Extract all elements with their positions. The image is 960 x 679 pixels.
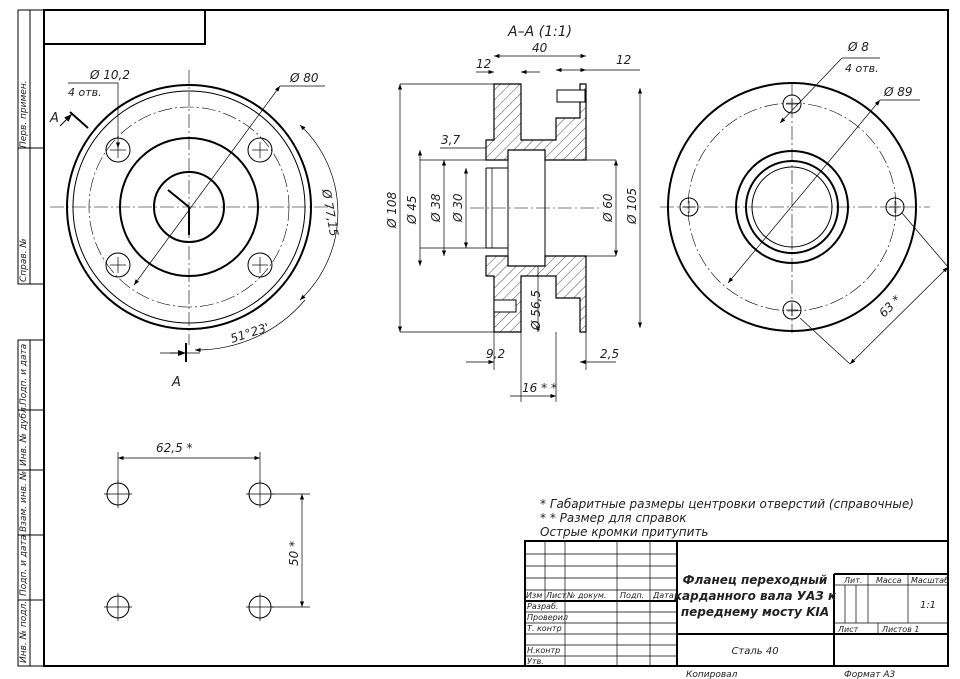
dim-d108: Ø 108 xyxy=(385,191,399,229)
pattern-vertical: 50 * xyxy=(287,541,301,566)
bolt-hole xyxy=(782,300,802,320)
dim-w25: 2,5 xyxy=(600,347,619,361)
rear-radius: 63 * xyxy=(876,292,904,320)
tb-title-line: Фланец переходный xyxy=(683,573,828,587)
tb-role: Т. контр xyxy=(527,624,562,633)
rear-hole-dia: Ø 8 xyxy=(847,40,869,54)
tb-mass-label: Масса xyxy=(876,576,902,585)
sheet-frame xyxy=(17,9,949,667)
dim-left-flange: 12 xyxy=(476,57,491,71)
side-label: Подп. и дата xyxy=(19,344,29,405)
hole-pattern xyxy=(104,452,310,621)
notes: * Габаритные размеры центровки отверстий… xyxy=(540,497,914,539)
section-mark-bottom: А xyxy=(171,375,181,390)
dim-chamfer: 3,7 xyxy=(441,133,460,147)
tb-role: Н.контр xyxy=(527,646,560,655)
dim-d45: Ø 45 xyxy=(405,195,419,225)
note-line: Острые кромки притупить xyxy=(540,525,709,539)
front-outer-dia: Ø 80 xyxy=(289,71,319,85)
note-line: * * Размер для справок xyxy=(540,511,687,525)
bolt-hole xyxy=(247,252,273,278)
bolt-hole xyxy=(246,480,274,508)
tb-header: № докум. xyxy=(566,591,606,600)
dim-d30: Ø 30 xyxy=(451,193,465,223)
bolt-hole xyxy=(104,480,132,508)
side-label: Инв. № дубл. xyxy=(19,404,29,466)
dim-d60: Ø 60 xyxy=(601,193,615,223)
dim-right-flange: 12 xyxy=(616,53,631,67)
bolt-hole xyxy=(247,137,273,163)
section-view xyxy=(397,53,643,402)
tb-header: Лист xyxy=(545,591,567,600)
front-angle: 51°23' xyxy=(229,320,271,346)
side-label: Инв. № подл. xyxy=(19,601,29,663)
side-labels: Перв. примен. Справ. № Подп. и дата Инв.… xyxy=(19,80,29,663)
tb-header: Изм xyxy=(526,591,542,600)
tb-header: Подп. xyxy=(620,591,644,600)
dim-w92: 9,2 xyxy=(486,347,505,361)
title-block xyxy=(524,540,949,667)
tb-copied: Копировал xyxy=(686,670,738,679)
dim-d105: Ø 105 xyxy=(625,188,639,225)
rear-hole-count: 4 отв. xyxy=(845,62,879,75)
bolt-hole xyxy=(885,197,905,217)
dim-length: 40 xyxy=(532,41,548,55)
bolt-hole xyxy=(104,593,132,621)
section-mark-top: А xyxy=(49,111,59,126)
tb-title-line: переднему мосту KIA xyxy=(681,605,829,619)
rear-bolt-circle: Ø 89 xyxy=(883,85,913,99)
tb-sheet-label: Лист xyxy=(837,625,859,634)
note-line: * Габаритные размеры центровки отверстий… xyxy=(540,497,914,511)
dim-d38: Ø 38 xyxy=(429,193,443,223)
side-label: Взам. инв. № xyxy=(19,471,29,532)
front-hole-dia: Ø 10,2 xyxy=(89,68,130,82)
side-label: Перв. примен. xyxy=(19,80,29,148)
tb-format: Формат А3 xyxy=(844,670,896,679)
side-label: Справ. № xyxy=(19,238,29,282)
front-hole-count: 4 отв. xyxy=(68,86,102,99)
tb-role: Утв. xyxy=(527,657,544,666)
bolt-hole xyxy=(105,252,131,278)
pattern-horizontal: 62,5 * xyxy=(156,441,193,455)
tb-header: Дата xyxy=(652,591,674,600)
tb-role: Разраб. xyxy=(527,602,558,611)
dim-w16: 16 * * xyxy=(522,381,557,395)
rear-view xyxy=(660,57,949,365)
bolt-hole xyxy=(679,197,699,217)
tb-title-line: карданного вала УАЗ к xyxy=(674,589,837,603)
tb-material: Сталь 40 xyxy=(731,646,778,657)
tb-lit-label: Лит. xyxy=(843,576,862,585)
tb-sheets-label: Листов 1 xyxy=(881,625,920,634)
bolt-hole xyxy=(246,593,274,621)
tb-scale-label: Масштаб xyxy=(911,576,949,585)
tb-role: Проверил xyxy=(527,613,568,622)
front-view xyxy=(50,70,339,362)
front-bolt-circle: Ø 77,15 xyxy=(319,187,341,237)
side-label: Подп. и дата xyxy=(19,535,29,596)
dim-d56: Ø 56,5 xyxy=(529,290,543,331)
tb-scale-value: 1:1 xyxy=(920,600,936,611)
section-label: А–А (1:1) xyxy=(507,24,572,40)
